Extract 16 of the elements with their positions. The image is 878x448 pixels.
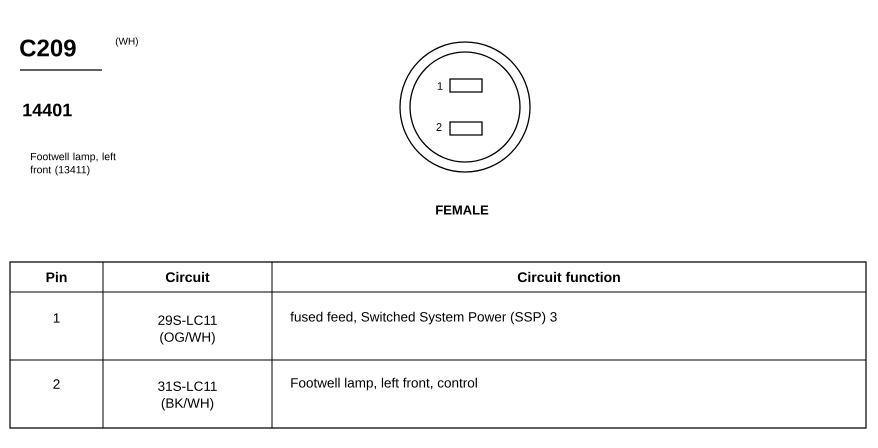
table-cell: 1 [54,313,60,323]
header-cell: Circuit function [518,272,620,282]
description-text: Footwell lamp, left front (13411) [30,152,116,176]
part-number: 14401 [23,104,72,116]
connector-title: C209 [20,40,76,56]
pin-number: 2 [436,123,442,131]
table-cell: 31S-LC11 (BK/WH) [158,381,217,411]
header-cell: Circuit [166,272,210,282]
pin-number: 1 [438,82,443,90]
table-cell: Footwell lamp, left front, control [291,378,477,390]
table-cell: fused feed, Switched System Power (SSP) 3 [290,312,557,324]
table-cell: 29S-LC11 (OG/WH) [158,315,217,345]
header-cell: Pin [46,272,67,282]
view-label: FEMALE [436,206,488,214]
table-cell: 2 [53,379,60,389]
color-note: (WH) [116,37,138,47]
